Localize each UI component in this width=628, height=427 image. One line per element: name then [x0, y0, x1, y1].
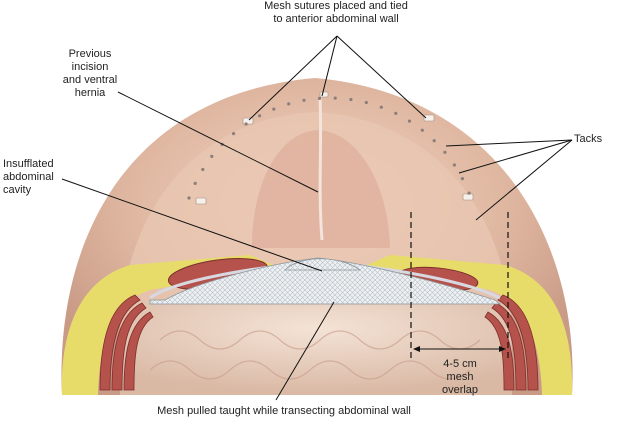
tack-dot: [420, 128, 424, 132]
tack-dot: [232, 132, 236, 136]
tack-dot: [379, 105, 383, 109]
tack-dot: [317, 96, 322, 100]
mesh-bulge: [284, 258, 362, 271]
overlap-arrowhead-right: [499, 346, 506, 352]
mesh-sutures-label-line1: Mesh sutures placed and tied: [264, 0, 408, 12]
tack-dot: [201, 167, 205, 172]
tack-dot: [432, 139, 436, 143]
suture-sites: [195, 91, 474, 205]
overlap-label-line2: mesh: [446, 371, 474, 383]
previous-incision-label-line4: hernia: [74, 87, 106, 99]
right-lateral-muscles: [484, 294, 539, 391]
tacks-label: Tacks: [574, 133, 603, 145]
tack-dot: [349, 97, 353, 102]
overlap-label-line3: overlap: [441, 384, 479, 396]
right-fat-layer: [360, 255, 573, 395]
insufflated-label-line3: cavity: [3, 184, 32, 196]
tack-dot: [460, 177, 464, 181]
tacks: [187, 96, 471, 200]
tack-dot: [258, 114, 262, 118]
overlap-arrowhead-left: [413, 346, 420, 352]
tack-dot: [407, 119, 412, 123]
tack-dot: [333, 96, 337, 100]
mesh-sutures-label: Mesh sutures placed and tied to anterior…: [236, 0, 436, 26]
tack-dot: [244, 122, 248, 126]
previous-incision-label-line1: Previous: [68, 48, 112, 60]
overlap-label-line1: 4-5 cm: [443, 358, 477, 370]
tack-dot: [302, 98, 306, 102]
previous-incision-label: Previous incision and ventral hernia: [45, 48, 135, 100]
insufflated-label: Insufflated abdominal cavity: [3, 158, 83, 197]
abdominal-cavity: [119, 300, 513, 395]
insufflated-label-line1: Insufflated: [3, 158, 54, 170]
previous-incision: [318, 97, 324, 241]
tack-dot: [187, 196, 191, 200]
previous-incision-label-line3: and ventral: [62, 74, 118, 86]
previous-incision-label-line2: incision: [71, 61, 109, 73]
mesh-sutures-label-line2: to anterior abdominal wall: [273, 13, 399, 25]
mesh-pulled-label: Mesh pulled taught while transecting abd…: [157, 405, 411, 417]
tack-dot: [210, 154, 214, 158]
tack-dot: [364, 100, 368, 105]
tack-dot: [452, 163, 456, 167]
leader-lines: [61, 35, 573, 401]
tack-dot: [193, 181, 197, 185]
tack-dot: [467, 191, 471, 195]
tack-dot: [272, 107, 276, 111]
intestines: [149, 330, 481, 380]
insufflated-label-line2: abdominal: [3, 171, 54, 183]
tack-dot: [443, 150, 447, 154]
tack-dot: [287, 102, 291, 106]
tack-dot: [394, 111, 398, 115]
left-lateral-muscles: [99, 294, 154, 391]
overlap-label: 4-5 cm mesh overlap: [420, 358, 500, 397]
left-fat-layer: [61, 255, 280, 395]
